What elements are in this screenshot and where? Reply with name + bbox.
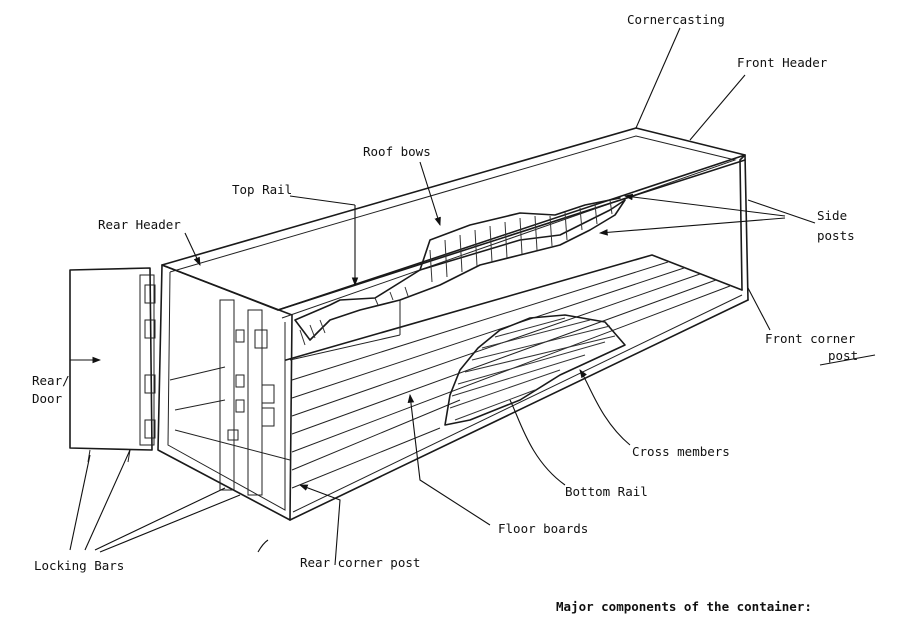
label-bottom-rail: Bottom Rail [565, 484, 648, 499]
cross-member-lines [449, 317, 616, 421]
diagram-caption: Major components of the container: [556, 599, 812, 614]
bottom-rail-line [289, 299, 749, 521]
label-locking-bars: Locking Bars [34, 558, 124, 573]
container-body [157, 127, 749, 521]
rear-interior [169, 300, 401, 461]
rear-frame [157, 264, 293, 521]
label-front-header: Front Header [737, 55, 828, 70]
roof-cutaway [294, 197, 626, 346]
rear-door-panel [69, 267, 156, 463]
leader-lines [69, 27, 876, 566]
label-front-corner-post-line2: post [828, 348, 858, 363]
label-rear-corner-post: Rear corner post [300, 555, 420, 570]
label-front-corner-post-line1: Front corner [765, 331, 856, 346]
roof-bow-lines [299, 199, 613, 346]
label-cornercasting: Cornercasting [627, 12, 725, 27]
label-top-rail: Top Rail [232, 182, 292, 197]
floor-cutaway [444, 314, 626, 426]
label-side-posts-line1: Side [817, 208, 847, 223]
labels: Cornercasting Front Header Roof bows Top… [32, 12, 858, 614]
rear-door-frame [219, 299, 275, 496]
label-rear-header: Rear Header [98, 217, 181, 232]
label-cross-members: Cross members [632, 444, 730, 459]
label-rear-door-line2: Door [32, 391, 63, 406]
label-roof-bows: Roof bows [363, 144, 431, 159]
label-rear-door-line1: Rear/ [32, 373, 70, 388]
floor-board-lines [291, 261, 731, 489]
label-side-posts-line2: posts [817, 228, 855, 243]
roof-outline [161, 127, 746, 311]
front-frame [739, 154, 749, 301]
label-floor-boards: Floor boards [498, 521, 588, 536]
